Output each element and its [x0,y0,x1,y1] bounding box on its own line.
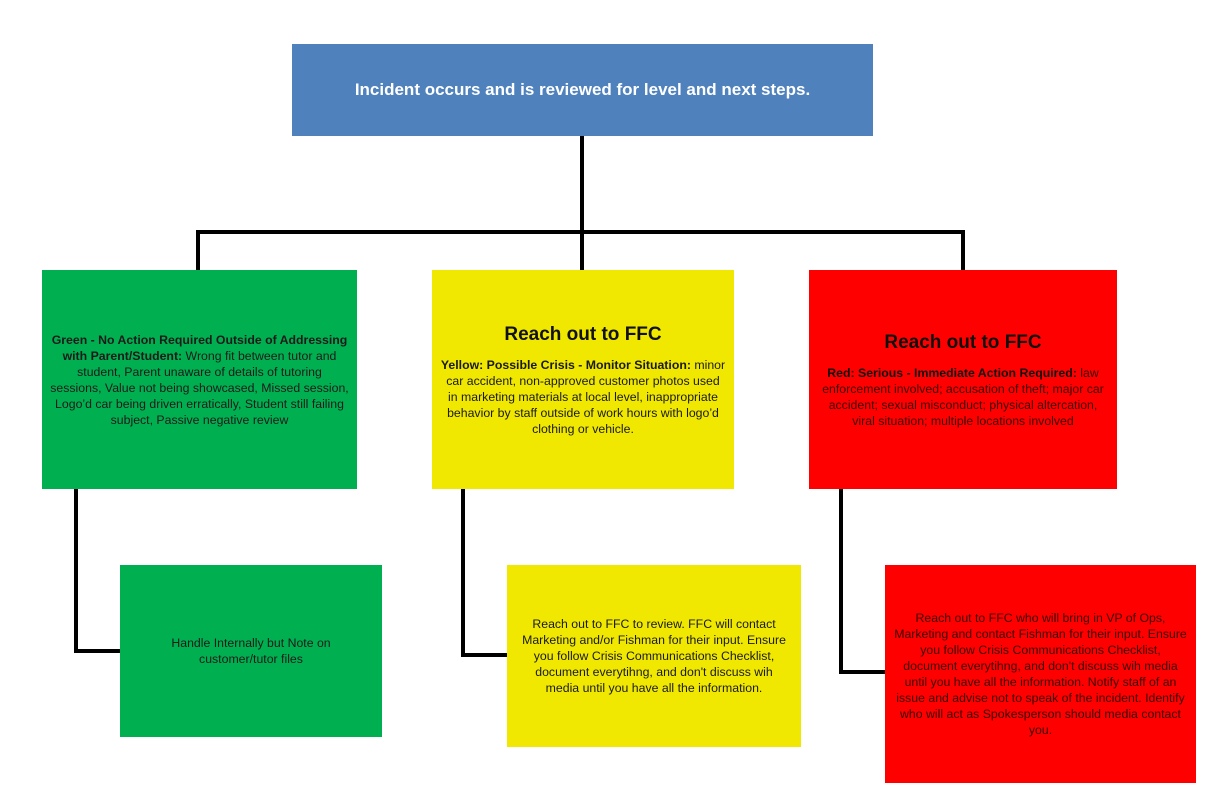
connector-green-next [74,486,122,653]
yellow-heading: Reach out to FFC [504,323,662,345]
yellow-action-box: Reach out to FFC to review. FFC will con… [507,565,801,747]
connector-red-next [839,486,887,674]
yellow-text: minor car accident, non-approved custome… [446,357,726,436]
red-level-box: Reach out to FFC Red: Serious - Immediat… [809,270,1117,489]
connector-yellow-next [461,486,509,657]
yellow-label: Yellow: Possible Crisis - Monitor Situat… [440,357,691,372]
red-action-box: Reach out to FFC who will bring in VP of… [885,565,1196,783]
red-label: Red: Serious - Immediate Action Required… [827,365,1077,380]
incident-box: Incident occurs and is reviewed for leve… [292,44,873,136]
red-action-text: Reach out to FFC who will bring in VP of… [894,611,1187,737]
green-description: Green - No Action Required Outside of Ad… [50,332,349,428]
green-action-text: Handle Internally but Note on customer/t… [171,636,331,666]
yellow-level-box: Reach out to FFC Yellow: Possible Crisis… [432,270,734,489]
green-text: Wrong fit between tutor and student, Par… [50,348,349,427]
yellow-action-text: Reach out to FFC to review. FFC will con… [522,617,786,695]
green-level-box: Green - No Action Required Outside of Ad… [42,270,357,489]
green-action-box: Handle Internally but Note on customer/t… [120,565,382,737]
red-text: law enforcement involved; accusation of … [822,365,1104,428]
red-heading: Reach out to FFC [884,331,1042,353]
incident-text: Incident occurs and is reviewed for leve… [354,80,811,99]
red-description: Red: Serious - Immediate Action Required… [817,365,1109,429]
green-label: Green - No Action Required Outside of Ad… [51,332,348,363]
yellow-description: Yellow: Possible Crisis - Monitor Situat… [440,357,726,437]
